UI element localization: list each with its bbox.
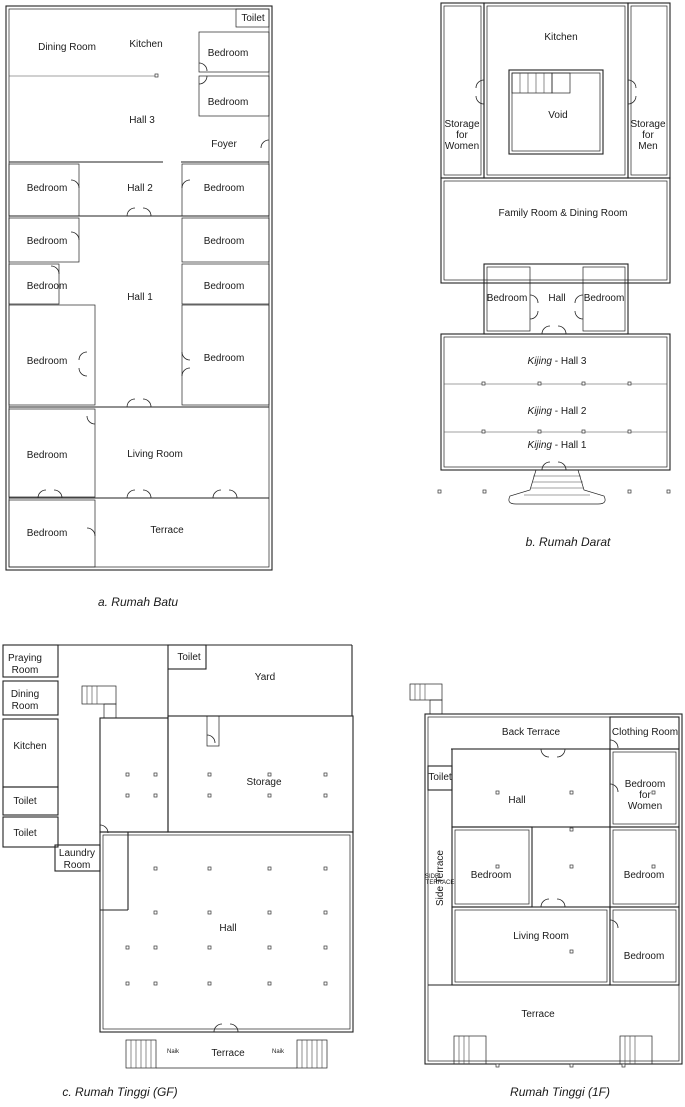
b-kijing-hall-2-label: Kijing - Hall 2	[528, 406, 587, 417]
b-storage-men-line-1: Storage	[630, 119, 665, 130]
a-bedroom-12-label: Bedroom	[27, 528, 68, 539]
caption-rumah-batu: a. Rumah Batu	[98, 595, 178, 609]
d-clothing-room-label: Clothing Room	[612, 727, 678, 738]
d-back-terrace-label: Back Terrace	[502, 727, 561, 738]
b-hall-3-suffix: - Hall 3	[552, 356, 587, 367]
c-laundry-room-line-2: Room	[64, 860, 91, 871]
a-hall-1-label: Hall 1	[127, 292, 153, 303]
a-bedroom-4-label: Bedroom	[204, 183, 245, 194]
b-bedroom-right-label: Bedroom	[584, 293, 625, 304]
plan-rumah-darat: Kitchen Storage for Women Void Storage f…	[437, 2, 671, 549]
a-bedroom-10-label: Bedroom	[204, 353, 245, 364]
c-dining-room-line-1: Dining	[11, 689, 39, 700]
c-praying-room-line-2: Room	[12, 665, 39, 676]
a-bedroom-11-label: Bedroom	[27, 450, 68, 461]
c-kitchen-label: Kitchen	[13, 741, 46, 752]
a-foyer-label: Foyer	[211, 139, 237, 150]
a-bedroom-5-label: Bedroom	[27, 236, 68, 247]
b-void-label: Void	[548, 110, 567, 121]
c-toilet-top-label: Toilet	[177, 652, 201, 663]
b-kijing-word-1: Kijing	[528, 440, 553, 451]
a-bedroom-6-label: Bedroom	[204, 236, 245, 247]
d-bedroom-women-line-1: Bedroom	[625, 779, 666, 790]
a-dining-room-label: Dining Room	[38, 42, 96, 53]
d-bedroom-1-label: Bedroom	[471, 870, 512, 881]
b-storage-men-line-2: for	[642, 130, 654, 141]
plan-rumah-tinggi-gf: Praying Room Dining Room Toilet Yard Kit…	[2, 644, 354, 1099]
d-bedroom-women-line-3: Women	[628, 801, 662, 812]
c-naik-right-label: Naik	[272, 1049, 285, 1055]
plan-rumah-batu: Toilet Dining Room Kitchen Bedroom Bedro…	[5, 5, 273, 609]
b-kijing-hall-1-label: Kijing - Hall 1	[528, 440, 587, 451]
b-kijing-word-2: Kijing	[528, 406, 553, 417]
b-hall-2-suffix: - Hall 2	[552, 406, 587, 417]
a-bedroom-3-label: Bedroom	[27, 183, 68, 194]
a-bedroom-2-label: Bedroom	[208, 97, 249, 108]
a-living-room-label: Living Room	[127, 449, 183, 460]
a-bedroom-8-label: Bedroom	[204, 281, 245, 292]
b-family-dining-label: Family Room & Dining Room	[499, 208, 628, 219]
b-kijing-hall-3-label: Kijing - Hall 3	[528, 356, 587, 367]
b-hall-1-suffix: - Hall 1	[552, 440, 587, 451]
c-storage-label: Storage	[246, 777, 281, 788]
a-hall-2-label: Hall 2	[127, 183, 153, 194]
b-bedroom-left-label: Bedroom	[487, 293, 528, 304]
b-kitchen-label: Kitchen	[544, 32, 577, 43]
d-bedroom-3-label: Bedroom	[624, 951, 665, 962]
c-laundry-room-line-1: Laundry	[59, 848, 95, 859]
c-toilet-1-label: Toilet	[13, 796, 37, 807]
caption-rumah-darat: b. Rumah Darat	[526, 535, 611, 549]
c-naik-left-label: Naik	[167, 1049, 180, 1055]
a-terrace-label: Terrace	[150, 525, 184, 536]
d-toilet-label: Toilet	[428, 772, 452, 783]
b-storage-women-line-1: Storage	[444, 119, 479, 130]
b-hall-label: Hall	[548, 293, 565, 304]
b-storage-men-line-3: Men	[638, 141, 657, 152]
b-storage-women-line-2: for	[456, 130, 468, 141]
d-living-room-label: Living Room	[513, 931, 569, 942]
c-dining-room-line-2: Room	[12, 701, 39, 712]
c-yard-label: Yard	[255, 672, 275, 683]
d-side-terrace-small-line-2: TERRACE	[426, 880, 455, 886]
plan-rumah-tinggi-1f: Back Terrace Clothing Room Toilet Hall B…	[409, 683, 683, 1099]
c-praying-room-line-1: Praying	[8, 653, 42, 664]
c-toilet-2-label: Toilet	[13, 828, 37, 839]
d-bedroom-2-label: Bedroom	[624, 870, 665, 881]
d-terrace-label: Terrace	[521, 1009, 555, 1020]
a-bedroom-1-label: Bedroom	[208, 48, 249, 59]
d-side-terrace-small-line-1: SIDE	[425, 874, 439, 880]
d-side-terrace-label: Side Terrace	[435, 850, 446, 906]
d-bedroom-women-line-2: for	[639, 790, 651, 801]
caption-rumah-tinggi-1f: Rumah Tinggi (1F)	[510, 1085, 610, 1099]
c-hall-label: Hall	[219, 923, 236, 934]
a-hall-3-label: Hall 3	[129, 115, 155, 126]
c-terrace-label: Terrace	[211, 1048, 245, 1059]
d-hall-label: Hall	[508, 795, 525, 806]
b-kijing-word-3: Kijing	[528, 356, 553, 367]
a-toilet-label: Toilet	[241, 13, 265, 24]
caption-rumah-tinggi-gf: c. Rumah Tinggi (GF)	[62, 1085, 177, 1099]
a-bedroom-7-label: Bedroom	[27, 281, 68, 292]
a-bedroom-9-label: Bedroom	[27, 356, 68, 367]
b-storage-women-line-3: Women	[445, 141, 479, 152]
a-kitchen-label: Kitchen	[129, 39, 162, 50]
